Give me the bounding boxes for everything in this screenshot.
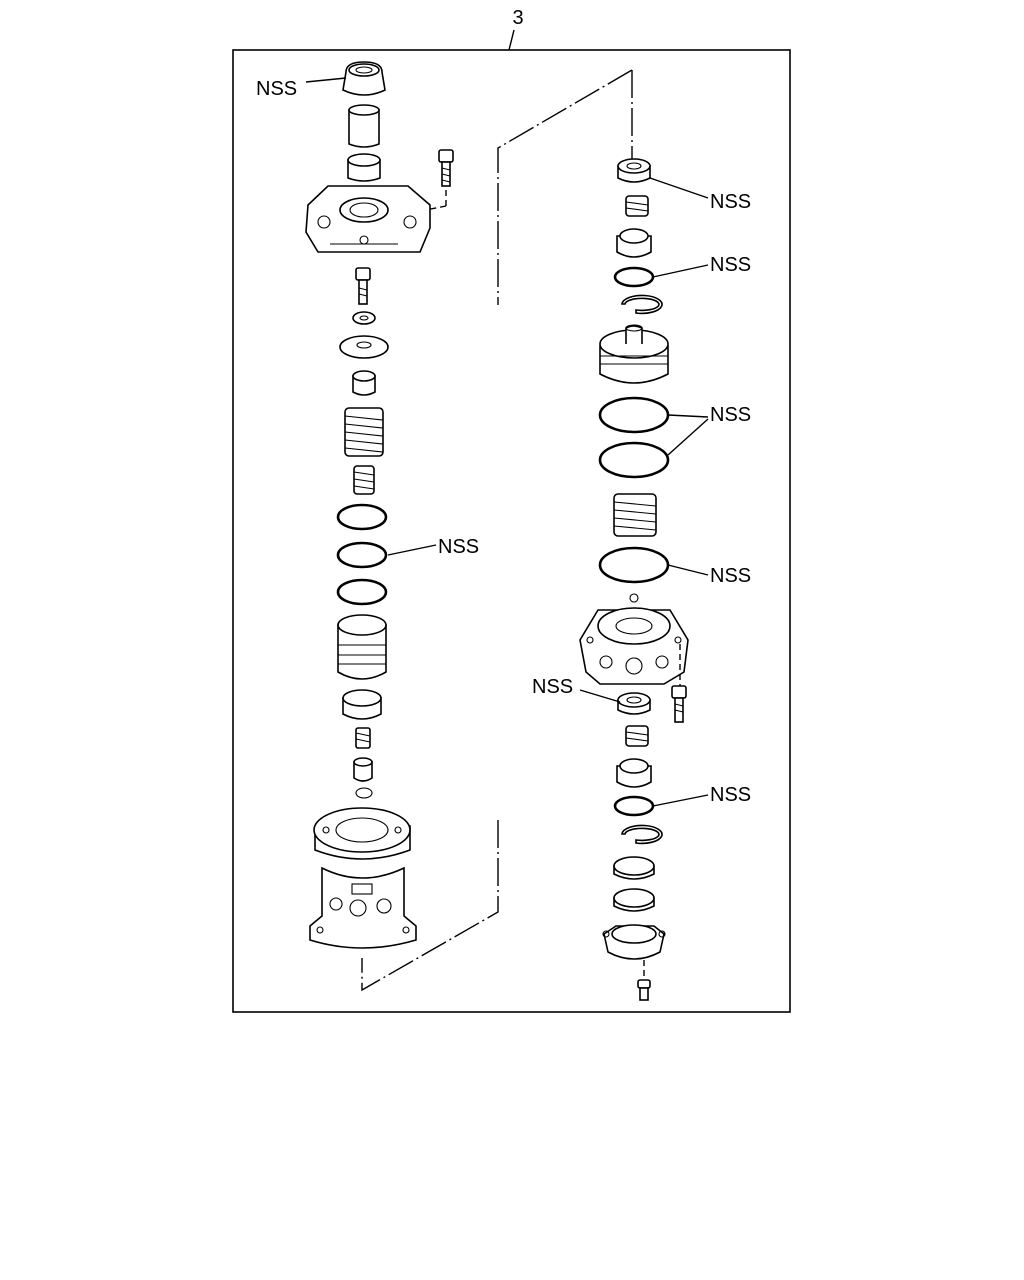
sleeve: [348, 104, 380, 148]
right-large-spring: [613, 493, 657, 537]
assembly-frame: [232, 49, 791, 1013]
top-cap: [342, 61, 386, 96]
oring-right-bottom: [613, 795, 655, 817]
right-spring-top: [625, 195, 649, 217]
small-washer: [352, 311, 376, 325]
snap-ring-top: [621, 294, 663, 315]
small-spring: [353, 465, 375, 495]
label-right-oring-1: NSS: [710, 254, 751, 276]
right-housing: [579, 593, 689, 685]
cylinder: [599, 324, 669, 384]
piston: [337, 614, 387, 680]
plunger: [352, 370, 376, 396]
bushing: [347, 153, 381, 182]
label-right-oring-lower: NSS: [710, 565, 751, 587]
backup-ring-lower: [336, 578, 388, 606]
oring-right-large-1: [598, 396, 670, 434]
seal-lower: [617, 692, 651, 715]
callout-leader: [508, 29, 515, 51]
bottom-screw: [637, 979, 651, 1001]
right-valve-lower: [616, 758, 652, 788]
bottom-washer: [613, 856, 655, 880]
oring-right-large-2: [598, 441, 670, 479]
inlet-valve: [353, 757, 373, 782]
label-leaders: [305, 77, 709, 807]
bottom-cover: [602, 924, 666, 960]
label-left-oring: NSS: [438, 536, 479, 558]
valve-spring: [355, 727, 371, 749]
label-top-cap: NSS: [256, 78, 297, 100]
seal-top: [617, 158, 651, 183]
valve-housing-top: [305, 185, 431, 253]
base-housing: [309, 807, 417, 949]
small-oring: [355, 787, 373, 799]
oring-right-lower: [598, 546, 670, 584]
right-column-parts: [579, 158, 689, 1001]
label-right-oring-bottom: NSS: [710, 784, 751, 806]
lower-bolt: [355, 267, 371, 305]
small-bolt: [438, 149, 454, 187]
backup-ring-upper: [336, 503, 388, 531]
spring-plate: [339, 335, 389, 359]
right-spring-lower: [625, 725, 649, 747]
large-spring: [344, 407, 384, 457]
bottom-disc: [613, 888, 655, 912]
oring-left: [336, 541, 388, 569]
connection-lines: [361, 69, 633, 992]
label-right-seal-top: NSS: [710, 191, 751, 213]
spring-seat: [342, 689, 382, 720]
snap-ring-lower: [621, 824, 663, 845]
oring-right-1: [613, 266, 655, 288]
housing-bolt: [671, 685, 687, 723]
label-right-seal-lower: NSS: [532, 676, 573, 698]
left-column-parts: [305, 61, 454, 949]
label-right-large-orings: NSS: [710, 404, 751, 426]
right-valve-top: [616, 228, 652, 258]
callout-number: 3: [512, 7, 523, 29]
